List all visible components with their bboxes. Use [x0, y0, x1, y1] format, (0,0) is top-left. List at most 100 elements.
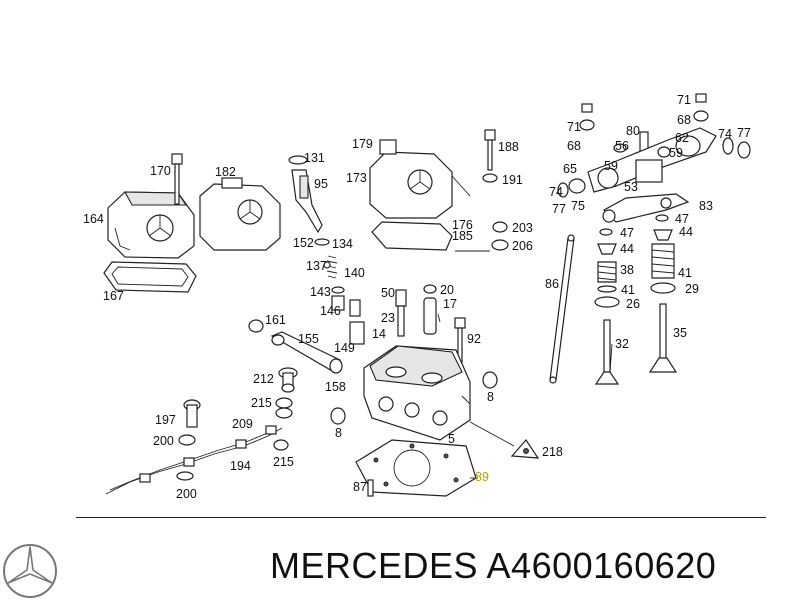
label-89: 89 [475, 470, 489, 484]
label-179: 179 [352, 137, 373, 151]
part-50 [395, 289, 407, 307]
label-137: 137 [306, 259, 327, 273]
label-95: 95 [314, 177, 328, 191]
rocker-assembly [557, 93, 751, 223]
label-173: 173 [346, 171, 367, 185]
label-209: 209 [232, 417, 253, 431]
label-47b: 47 [675, 212, 689, 226]
brand-name: MERCEDES [270, 545, 479, 586]
label-185: 185 [452, 229, 473, 243]
label-68a: 68 [677, 113, 691, 127]
label-143: 143 [310, 285, 331, 299]
part-title: MERCEDES A4600160620 [270, 544, 716, 588]
head-gasket-89 [355, 439, 477, 497]
label-170: 170 [150, 164, 171, 178]
label-8a: 8 [335, 426, 342, 440]
valve-stack-right [648, 214, 678, 373]
label-200a: 200 [153, 434, 174, 448]
dowel-87 [367, 479, 374, 497]
label-86: 86 [545, 277, 559, 291]
label-161: 161 [265, 313, 286, 327]
label-176: 176 [452, 218, 473, 232]
label-74: 74 [718, 127, 732, 141]
label-5: 5 [448, 432, 455, 446]
leader-lines [437, 175, 613, 479]
label-44b: 44 [679, 225, 693, 239]
label-74b: 74 [549, 185, 563, 199]
label-218: 218 [542, 445, 563, 459]
label-152: 152 [293, 236, 314, 250]
plug-8b [482, 371, 498, 389]
washer-200b [176, 471, 194, 481]
label-203: 203 [512, 221, 533, 235]
label-212: 212 [253, 372, 274, 386]
valve-cover-173 [369, 139, 453, 219]
label-149: 149 [334, 341, 355, 355]
cylinder-head-5 [363, 345, 471, 441]
label-50: 50 [381, 286, 395, 300]
bolt-188 [482, 129, 498, 183]
label-87: 87 [353, 480, 367, 494]
cover-gasket-176 [371, 221, 453, 251]
valve-stack-left [594, 228, 620, 385]
pipe-155 [248, 319, 343, 374]
seal-203 [492, 221, 508, 233]
label-140: 140 [344, 266, 365, 280]
label-167: 167 [103, 289, 124, 303]
valve-cover-left [107, 191, 195, 259]
label-17: 17 [443, 297, 457, 311]
label-134: 134 [332, 237, 353, 251]
label-92: 92 [467, 332, 481, 346]
label-23: 23 [381, 311, 395, 325]
callout-labels: 170 182 164 167 131 95 179 188 173 191 1… [83, 93, 751, 501]
label-59b: 59 [669, 146, 683, 160]
label-56: 56 [615, 139, 629, 153]
label-71a: 71 [677, 93, 691, 107]
label-68b: 68 [567, 139, 581, 153]
label-146: 146 [320, 304, 341, 318]
bolt-170 [171, 153, 183, 205]
label-215b: 215 [273, 455, 294, 469]
part-17 [423, 297, 437, 335]
label-80: 80 [626, 124, 640, 138]
label-155: 155 [298, 332, 319, 346]
label-8b: 8 [487, 390, 494, 404]
washer-215a [275, 397, 293, 409]
label-47a: 47 [620, 226, 634, 240]
fuel-line-194 [105, 425, 283, 495]
label-44a: 44 [620, 242, 634, 256]
label-77a: 77 [737, 126, 751, 140]
cover-gasket-left [103, 261, 197, 293]
seal-206 [491, 239, 509, 251]
label-26: 26 [626, 297, 640, 311]
part-218 [510, 439, 540, 459]
part-20 [423, 284, 437, 294]
label-65: 65 [563, 162, 577, 176]
label-200b: 200 [176, 487, 197, 501]
label-32: 32 [615, 337, 629, 351]
plug-8a [330, 407, 346, 425]
label-62: 62 [675, 131, 689, 145]
pushrod-86 [549, 234, 575, 384]
label-14: 14 [372, 327, 386, 341]
injector-small-parts [314, 238, 365, 345]
label-53: 53 [624, 180, 638, 194]
engine-parts-diagram: 170 182 164 167 131 95 179 188 173 191 1… [83, 93, 751, 501]
label-41b: 41 [621, 283, 635, 297]
fitting-197 [178, 399, 201, 446]
label-197: 197 [155, 413, 176, 427]
label-71b: 71 [567, 120, 581, 134]
label-35: 35 [673, 326, 687, 340]
label-164: 164 [83, 212, 104, 226]
label-38: 38 [620, 263, 634, 277]
valve-cover-182 [199, 177, 281, 251]
label-75: 75 [571, 199, 585, 213]
label-188: 188 [498, 140, 519, 154]
divider-line [76, 517, 766, 518]
label-215a: 215 [251, 396, 272, 410]
label-29: 29 [685, 282, 699, 296]
label-158: 158 [325, 380, 346, 394]
label-20: 20 [440, 283, 454, 297]
label-41a: 41 [678, 266, 692, 280]
label-182: 182 [215, 165, 236, 179]
